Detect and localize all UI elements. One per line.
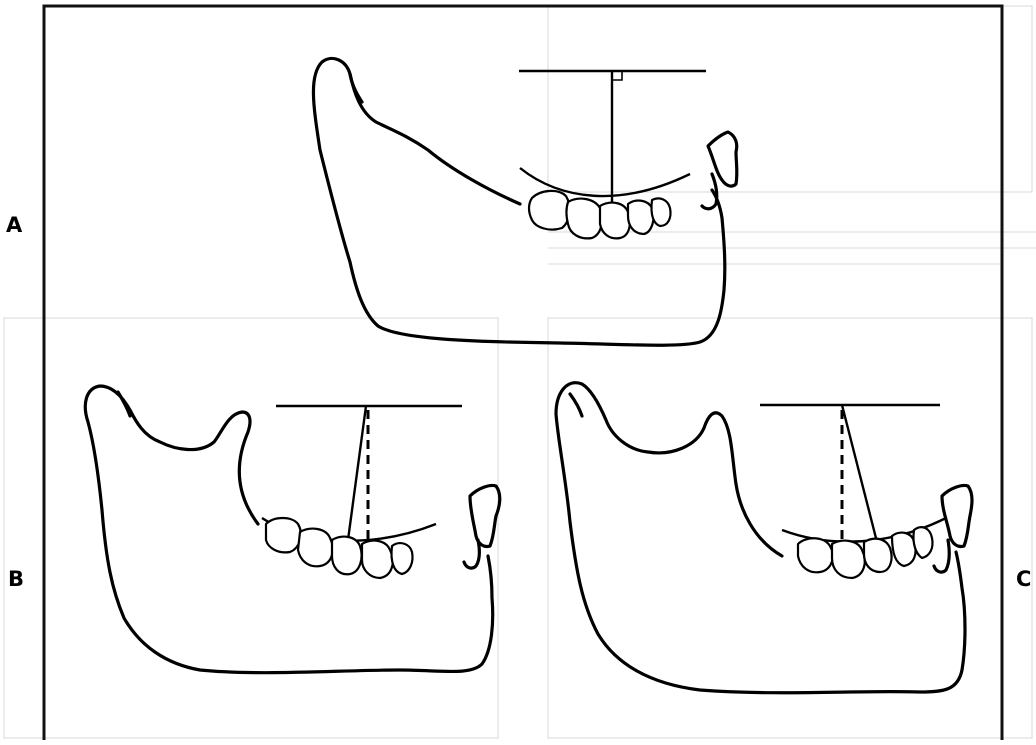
teeth-row-b [266,518,413,578]
panel-b [85,386,499,673]
panel-a [313,58,736,345]
anterior-tooth-b [464,485,500,568]
teeth-row-c [798,527,933,578]
tilted-axis-line-b [348,406,366,540]
anterior-tooth-a [702,132,737,209]
tilted-axis-line-c [842,405,878,546]
teeth-row-a [529,191,671,238]
background-bleed-through [4,6,1036,738]
figure-frame [44,6,1002,740]
panel-label-b: B [8,567,24,591]
coronoid-notch-c [570,394,582,416]
panel-label-a: A [6,213,23,237]
panel-label-c: C [1016,567,1031,591]
panel-c [556,383,972,693]
right-angle-mark-a [612,71,622,80]
anterior-tooth-c [934,485,972,572]
